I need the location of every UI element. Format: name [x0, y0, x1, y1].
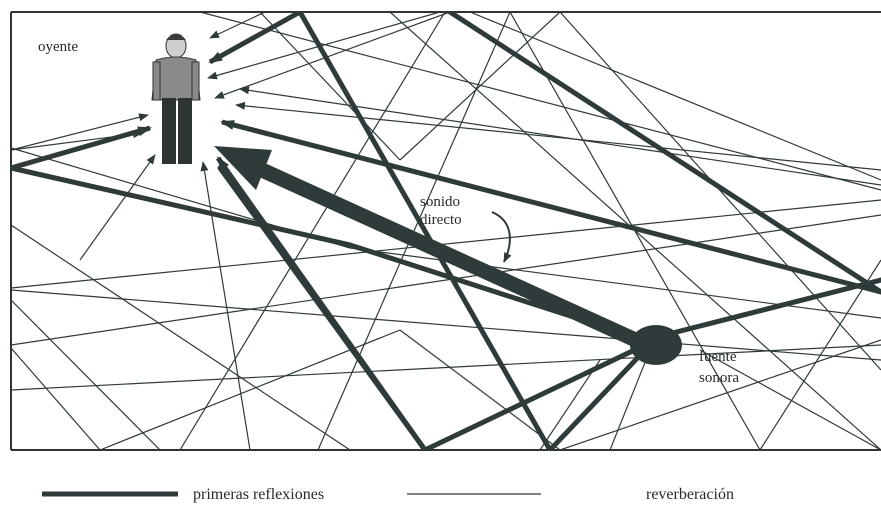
- direct-sound-label-1: sonido: [420, 194, 460, 210]
- direct-sound-label-2: directo: [420, 212, 462, 228]
- listener-figure: [151, 33, 201, 164]
- direct-sound-arrow: [214, 146, 644, 349]
- reverberation-rays: [11, 12, 881, 450]
- early-reflection-arrows: [11, 12, 881, 450]
- legend-reverberation: reverberación: [646, 486, 734, 503]
- listener-label: oyente: [38, 39, 78, 55]
- sound-source: [630, 325, 682, 365]
- legend-early-reflections: primeras reflexiones: [193, 486, 324, 503]
- legend: primeras reflexiones reverberación: [42, 486, 734, 503]
- room-frame: [10, 11, 881, 451]
- source-label-1: fuente: [699, 349, 737, 365]
- direct-sound-pointer: [491, 211, 512, 263]
- source-label-2: sonora: [699, 370, 739, 386]
